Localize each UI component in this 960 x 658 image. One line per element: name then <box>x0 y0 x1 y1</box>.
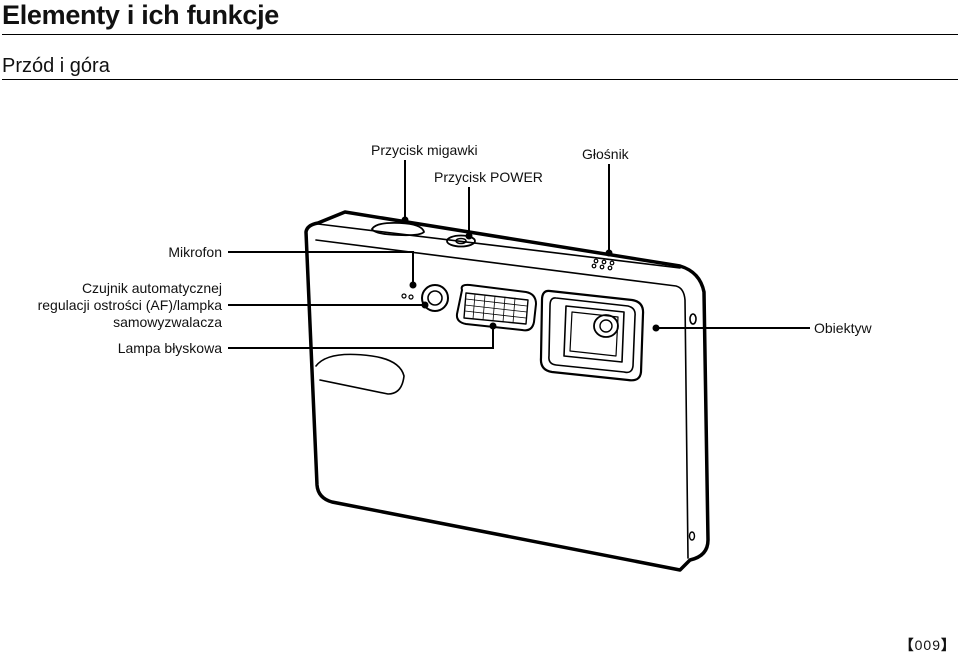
power-button-shape <box>446 234 476 248</box>
camera-body-inner <box>315 239 689 559</box>
camera-top-plate <box>317 223 681 269</box>
label-flash: Lampa błyskowa <box>117 340 222 356</box>
speaker-holes <box>591 258 615 271</box>
flash-housing <box>455 283 537 332</box>
label-shutter: Przycisk migawki <box>371 142 478 158</box>
title-divider <box>2 34 958 35</box>
label-speaker: Głośnik <box>582 146 629 162</box>
page-number-value: 009 <box>914 637 941 653</box>
microphone-hole <box>401 293 407 299</box>
leader-microphone <box>228 251 414 285</box>
label-af-sensor: Czujnik automatycznej regulacji ostrości… <box>38 280 222 331</box>
leader-flash <box>228 326 494 349</box>
shutter-button-shape <box>371 221 425 237</box>
page-number: 【009】 <box>899 637 956 653</box>
section-divider <box>2 79 958 80</box>
label-af-sensor-line3: samowyzwalacza <box>113 314 222 330</box>
side-button-shape <box>315 353 405 395</box>
af-lamp-shape <box>421 284 449 312</box>
label-af-sensor-line2: regulacji ostrości (AF)/lampka <box>37 297 222 313</box>
camera-body-outline <box>304 210 710 572</box>
label-power: Przycisk POWER <box>434 169 543 185</box>
label-microphone: Mikrofon <box>168 244 222 260</box>
lens-housing <box>539 289 645 382</box>
label-lens: Obiektyw <box>814 320 872 336</box>
section-heading: Przód i góra <box>2 55 110 77</box>
page-title: Elementy i ich funkcje <box>2 0 279 30</box>
label-af-sensor-line1: Czujnik automatycznej <box>81 280 222 296</box>
